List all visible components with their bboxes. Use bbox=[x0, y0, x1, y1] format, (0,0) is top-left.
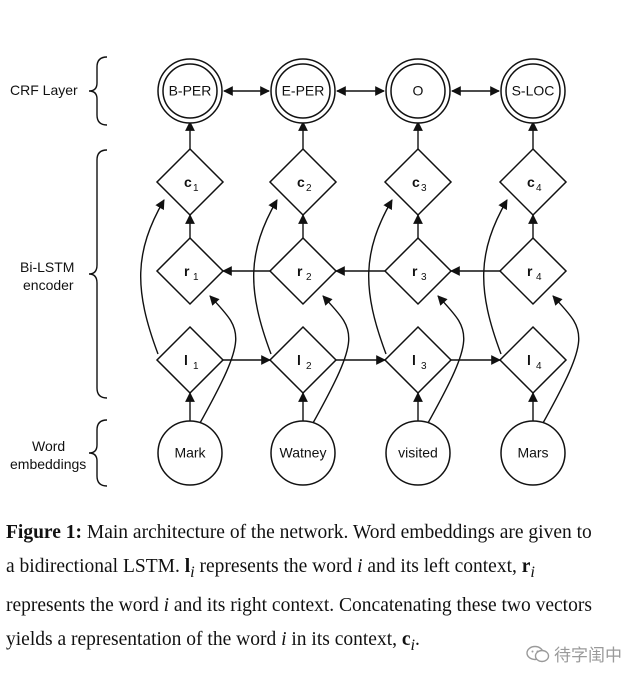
word-node-label-4: Mars bbox=[517, 445, 548, 461]
word-node-1: Mark bbox=[157, 420, 223, 486]
crf-node-2: E-PER bbox=[270, 58, 336, 124]
crf-layer-brace bbox=[88, 56, 108, 126]
crf-node-label-1: B-PER bbox=[169, 83, 212, 99]
l-node-3-symbol: l bbox=[412, 352, 416, 368]
crf-node-3: O bbox=[385, 58, 451, 124]
l-node-2-symbol: l bbox=[297, 352, 301, 368]
word-node-label-2: Watney bbox=[280, 445, 327, 461]
caption-c-vector: c bbox=[401, 628, 411, 650]
embeddings-label-line1: Word bbox=[32, 438, 65, 454]
c-node-3-symbol: c bbox=[412, 174, 420, 190]
edge-word-to-r1 bbox=[199, 295, 237, 424]
caption-i-2: i bbox=[163, 594, 169, 616]
edge-l-to-c-1 bbox=[139, 199, 165, 355]
caption-c-sub: i bbox=[410, 635, 416, 654]
crf-node-label-4: S-LOC bbox=[512, 83, 555, 99]
caption-r-sub: i bbox=[530, 562, 535, 581]
edge-l-to-c-2 bbox=[252, 199, 278, 355]
wechat-icon bbox=[526, 645, 550, 662]
c-node-1-subscript: 1 bbox=[193, 183, 199, 194]
embeddings-label-line2: embeddings bbox=[10, 456, 86, 472]
edge-word-to-r3 bbox=[427, 295, 465, 424]
c-node-2-symbol: c bbox=[297, 174, 305, 190]
crf-node-4: S-LOC bbox=[500, 58, 566, 124]
caption-text-1: Main architecture of the network. Word e… bbox=[6, 522, 592, 577]
figure-caption: Figure 1: Main architecture of the netwo… bbox=[6, 516, 596, 662]
crf-node-label-3: O bbox=[413, 83, 424, 99]
watermark-text: 待字闺中 bbox=[554, 646, 622, 666]
caption-text-6: in its context, bbox=[286, 628, 402, 650]
caption-l-sub: i bbox=[190, 562, 195, 581]
r-node-1-subscript: 1 bbox=[193, 272, 199, 283]
architecture-diagram: CRF Layer Bi-LSTM encoder Word embedding… bbox=[10, 56, 580, 487]
word-node-3: visited bbox=[385, 420, 451, 486]
embeddings-brace bbox=[88, 419, 108, 487]
crf-layer-label: CRF Layer bbox=[10, 82, 78, 98]
r-node-2-symbol: r bbox=[297, 263, 303, 279]
bilstm-label-line1: Bi-LSTM bbox=[20, 259, 74, 275]
l-node-2-subscript: 2 bbox=[306, 361, 312, 372]
crf-node-1: B-PER bbox=[157, 58, 223, 124]
bilstm-label-line2: encoder bbox=[23, 277, 74, 293]
caption-text-2: represents the word bbox=[194, 556, 358, 577]
c-node-4-subscript: 4 bbox=[536, 183, 542, 194]
word-node-label-1: Mark bbox=[174, 445, 206, 461]
l-node-3-subscript: 3 bbox=[421, 361, 427, 372]
caption-text-3: and its left context, bbox=[362, 556, 522, 577]
word-node-4: Mars bbox=[500, 420, 566, 486]
c-node-4-symbol: c bbox=[527, 174, 535, 190]
bilstm-brace bbox=[88, 149, 108, 399]
l-node-1-subscript: 1 bbox=[193, 361, 199, 372]
r-node-2-subscript: 2 bbox=[306, 272, 312, 283]
l-node-4-subscript: 4 bbox=[536, 361, 542, 372]
edge-word-to-r2 bbox=[312, 295, 350, 424]
l-node-4-symbol: l bbox=[527, 352, 531, 368]
edge-l-to-c-3 bbox=[367, 199, 393, 355]
watermark: 待字闺中 bbox=[526, 641, 622, 666]
caption-r-vector: r bbox=[521, 556, 531, 577]
word-node-label-3: visited bbox=[398, 445, 438, 461]
edge-word-to-r4 bbox=[542, 295, 580, 424]
caption-text-5: and its right context. Concatenating the… bbox=[6, 594, 592, 650]
c-node-3-subscript: 3 bbox=[421, 183, 427, 194]
crf-node-label-2: E-PER bbox=[282, 83, 325, 99]
edge-layer bbox=[139, 86, 580, 424]
r-node-1-symbol: r bbox=[184, 263, 190, 279]
r-node-4-symbol: r bbox=[527, 263, 533, 279]
caption-l-vector: l bbox=[184, 556, 191, 577]
caption-i-1: i bbox=[357, 556, 363, 577]
edge-l-to-c-4 bbox=[482, 199, 508, 355]
caption-text-7: . bbox=[415, 628, 420, 650]
c-node-2-subscript: 2 bbox=[306, 183, 312, 194]
word-node-2: Watney bbox=[270, 420, 336, 486]
r-node-4-subscript: 4 bbox=[536, 272, 542, 283]
r-node-3-symbol: r bbox=[412, 263, 418, 279]
r-node-3-subscript: 3 bbox=[421, 272, 427, 283]
l-node-1-symbol: l bbox=[184, 352, 188, 368]
caption-figure-label: Figure 1: bbox=[6, 522, 83, 543]
caption-text-4: represents the word bbox=[6, 594, 164, 616]
caption-i-3: i bbox=[281, 628, 287, 650]
c-node-1-symbol: c bbox=[184, 174, 192, 190]
